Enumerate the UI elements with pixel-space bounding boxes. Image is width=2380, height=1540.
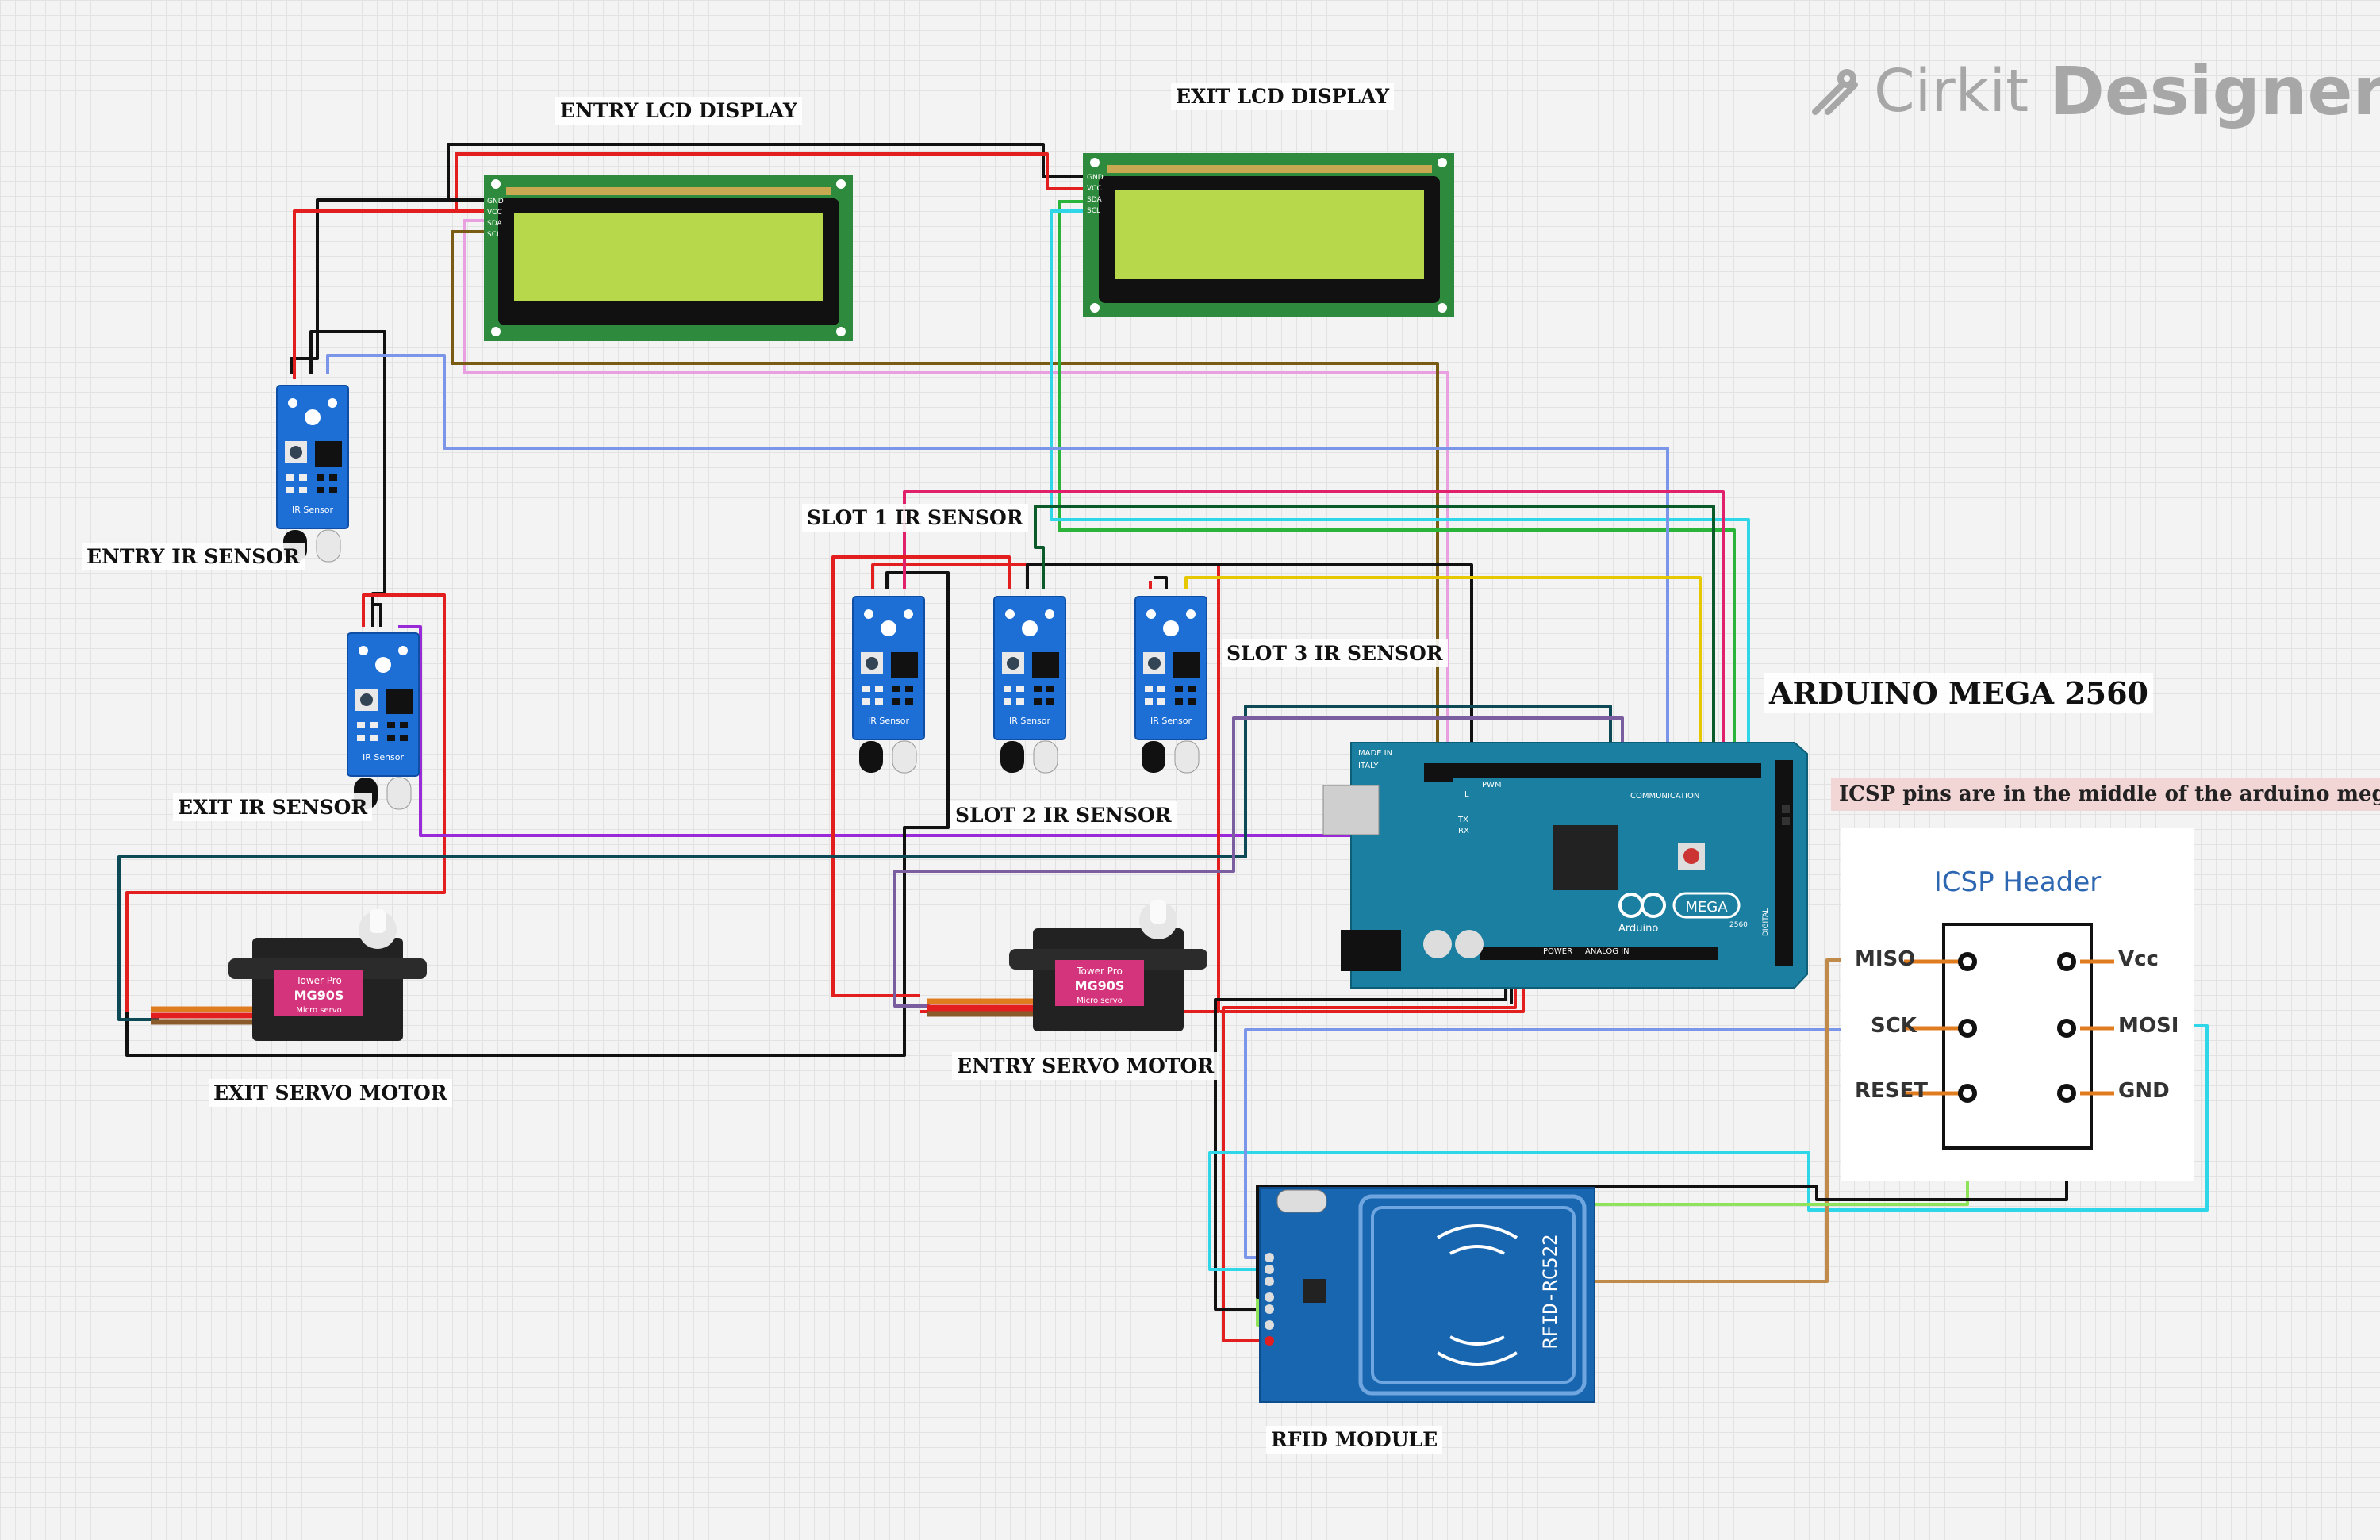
entry-lcd-pin-sda: SDA (487, 220, 502, 228)
exit-lcd-pin-vcc: VCC (1087, 185, 1102, 193)
slot2-ir-board-text: IR Sensor (1009, 716, 1051, 726)
exit-servo-label: EXIT SERVO MOTOR (209, 1079, 452, 1107)
slot1-label: SLOT 1 IR SENSOR (802, 504, 1028, 532)
icsp-header-card: ICSP Header MISO SCK RESET Vcc MOSI GND (1841, 828, 2194, 1181)
exit-ir-label: EXIT IR SENSOR (173, 793, 373, 821)
rfid-module-text: RFID-RC522 (1539, 1235, 1561, 1350)
slot1-ir-board-text: IR Sensor (868, 716, 910, 726)
icsp-header-title: ICSP Header (1933, 866, 2102, 898)
entry-lcd-pin-scl: SCL (487, 231, 501, 239)
exit-servo-brand: Tower Pro (295, 975, 342, 986)
arduino-logo-text: Arduino (1618, 923, 1658, 935)
arduino-analog-label: ANALOG IN (1585, 947, 1630, 956)
brand-logo: Cirkit Designer (1807, 52, 2380, 130)
entry-lcd-label: ENTRY LCD DISPLAY (555, 97, 802, 125)
exit-servo-type: Micro servo (296, 1006, 342, 1015)
exit-lcd-pin-sda: SDA (1087, 196, 1102, 204)
exit-lcd-pin-scl: SCL (1087, 207, 1100, 215)
entry-ir-sensor: IR Sensor (276, 385, 349, 563)
arduino-label: ARDUINO MEGA 2560 (1764, 673, 2153, 713)
arduino-pwm-label: PWM (1482, 781, 1502, 789)
exit-ir-board-text: IR Sensor (363, 752, 405, 762)
arduino-power-label: POWER (1543, 947, 1572, 956)
entry-servo-brand: Tower Pro (1076, 966, 1123, 977)
entry-lcd-pin-gnd: GND (487, 198, 504, 205)
rfid-label: RFID MODULE (1266, 1426, 1443, 1454)
arduino-digital-label: DIGITAL (1762, 908, 1770, 936)
exit-servo-model: MG90S (294, 988, 344, 1003)
brand-name-part1: Cirkit (1874, 57, 2029, 125)
cirkit-logo-icon (1812, 69, 1858, 115)
arduino-country: ITALY (1358, 762, 1379, 770)
slot2-ir-sensor: IR Sensor (993, 596, 1066, 774)
entry-servo-label: ENTRY SERVO MOTOR (952, 1052, 1219, 1080)
slot1-ir-sensor: IR Sensor (852, 596, 925, 774)
arduino-led-tx: TX (1457, 816, 1468, 824)
entry-lcd-display: GND VCC SDA SCL (484, 175, 853, 341)
arduino-comm-label: COMMUNICATION (1630, 792, 1699, 801)
arduino-led-l: L (1464, 790, 1469, 799)
rfid-module: RFID-RC522 (1259, 1187, 1595, 1403)
slot3-ir-board-text: IR Sensor (1150, 716, 1192, 726)
entry-servo-model: MG90S (1075, 978, 1125, 993)
brand-name-part2: Designer (2049, 52, 2380, 130)
icsp-pin-mosi: MOSI (2118, 1014, 2179, 1038)
exit-lcd-pin-gnd: GND (1087, 174, 1104, 182)
arduino-mega-2560: MADE IN ITALY PWM COMMUNICATION POWER AN… (1322, 742, 1808, 989)
exit-lcd-display: GND VCC SDA SCL (1083, 153, 1454, 317)
icsp-pin-miso: MISO (1855, 947, 1916, 971)
entry-lcd-pin-vcc: VCC (487, 209, 502, 217)
exit-lcd-label: EXIT LCD DISPLAY (1171, 83, 1395, 110)
exit-servo-motor: Tower Pro MG90S Micro servo (228, 909, 427, 1041)
icsp-header-diagram (1841, 828, 2194, 1181)
arduino-model-text: MEGA (1685, 899, 1728, 916)
icsp-pin-reset: RESET (1855, 1079, 1929, 1103)
entry-ir-label: ENTRY IR SENSOR (82, 543, 305, 570)
icsp-pin-vcc: Vcc (2118, 947, 2159, 971)
arduino-infinity-logo-icon (1618, 893, 1666, 918)
rfid-antenna-icon (1436, 1224, 1518, 1366)
icsp-pin-sck: SCK (1871, 1014, 1917, 1038)
entry-servo-type: Micro servo (1077, 997, 1123, 1005)
arduino-made-in: MADE IN (1358, 749, 1392, 758)
slot2-label: SLOT 2 IR SENSOR (950, 801, 1177, 829)
icsp-note: ICSP pins are in the middle of the ardui… (1831, 778, 2380, 811)
slot3-ir-sensor: IR Sensor (1134, 596, 1207, 774)
arduino-led-rx: RX (1458, 827, 1469, 835)
entry-ir-board-text: IR Sensor (292, 505, 334, 515)
arduino-icsp-pins (1782, 805, 1790, 825)
slot3-label: SLOT 3 IR SENSOR (1222, 639, 1448, 667)
exit-ir-sensor: IR Sensor (347, 632, 420, 810)
arduino-year-text: 2560 (1729, 921, 1748, 929)
icsp-pin-gnd: GND (2118, 1079, 2170, 1103)
entry-servo-motor: Tower Pro MG90S Micro servo (1009, 900, 1207, 1031)
